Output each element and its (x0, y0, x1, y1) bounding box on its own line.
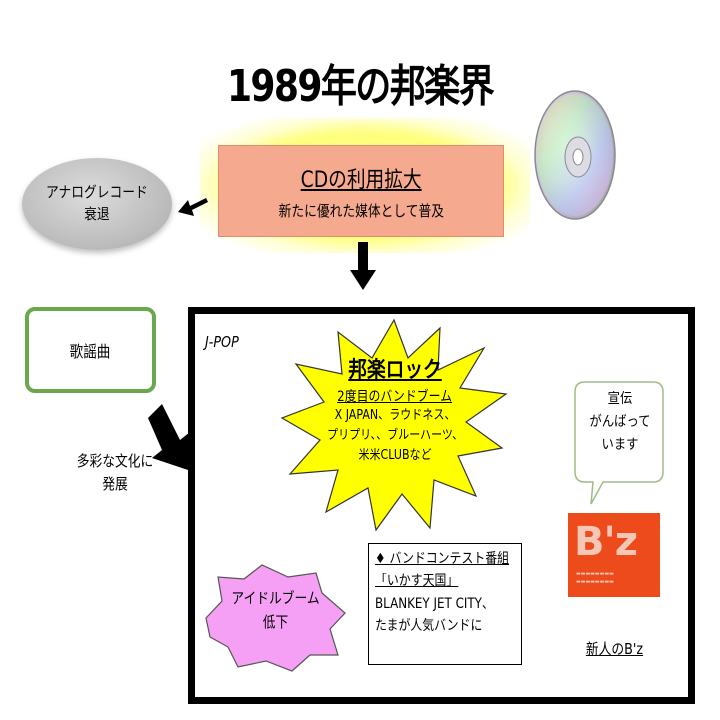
bz-logo-fine-print: ▬▬▬▬▬▬▬▬ (576, 571, 614, 577)
page-title: 1989年の邦楽界 (226, 61, 495, 112)
kayo-box: 歌謡曲 (25, 307, 156, 393)
kayo-label: 歌謡曲 (70, 342, 111, 361)
cd-disc-icon (534, 90, 616, 220)
cd-usage-box: CDの利用拡大 新たに優れた媒体として普及 (218, 145, 504, 237)
diverse-culture-text: 多彩な文化に 発展 (76, 452, 154, 493)
band-boom-text: 邦楽ロック 2度目のバンドブーム X JAPAN、ラウドネス、 プリプリ、、ブル… (310, 352, 480, 466)
band-contest-line: ♦ バンドコンテスト番組 (375, 551, 510, 567)
jpop-label: J-POP (205, 333, 239, 351)
speech-bubble (574, 381, 664, 505)
speech-bubble-text: 宣伝 がんばって います (589, 391, 651, 454)
hougaku-rock-title: 邦楽ロック (348, 358, 442, 383)
band-list-line: X JAPAN、ラウドネス、 (334, 408, 456, 423)
band-list-line: 米米CLUBなど (358, 448, 432, 464)
analog-record-oval: アナログレコード 衰退 (22, 158, 172, 250)
bz-logo-image: B'z ▬▬▬▬▬▬▬▬ ▬▬▬▬▬▬▬▬ (568, 513, 660, 597)
idol-boom-shape (205, 564, 346, 672)
cd-box-subtitle: 新たに優れた媒体として普及 (278, 201, 444, 220)
band-contest-box: ♦ バンドコンテスト番組 「いかす天国」 BLANKEY JET CITY、 た… (368, 543, 522, 665)
bz-logo-fine-print: ▬▬▬▬▬▬▬▬ (576, 579, 614, 585)
idol-boom-text: アイドルブーム 低下 (231, 589, 320, 631)
analog-record-label: アナログレコード 衰退 (46, 183, 148, 223)
bz-caption: 新人のB'z (585, 640, 644, 658)
band-contest-line: たまが人気バンドに (375, 618, 483, 635)
bz-logo-mark: B'z (574, 519, 638, 565)
band-contest-line: 「いかす天国」 (375, 573, 459, 590)
band-list-line: プリプリ、、ブルーハーツ、 (326, 428, 464, 444)
starburst-shape (280, 318, 508, 532)
band-contest-line: BLANKEY JET CITY、 (375, 595, 494, 612)
band-boom-subtitle: 2度目のバンドブーム (337, 389, 453, 405)
cd-box-title: CDの利用拡大 (300, 167, 422, 193)
